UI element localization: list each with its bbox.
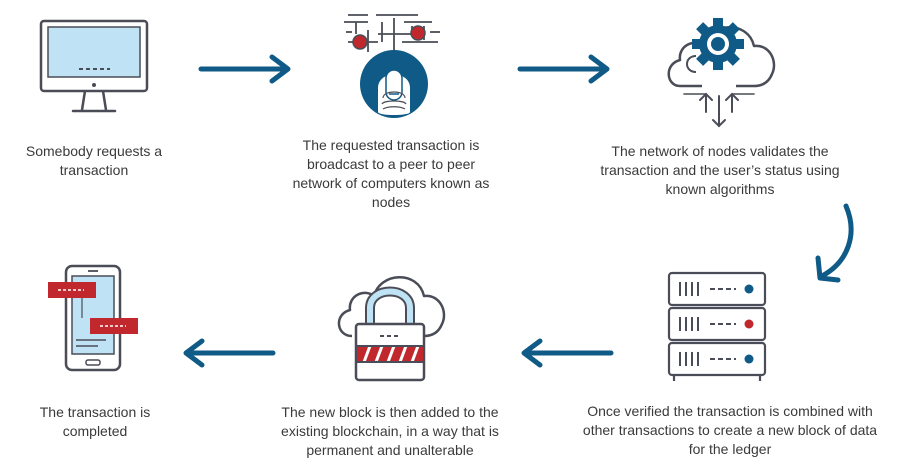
smartphone-icon: [48, 264, 138, 372]
arrow-right-icon: [517, 54, 610, 84]
fingerprint-network-icon: [344, 14, 440, 118]
step-6-caption: The transaction is completed: [39, 404, 151, 439]
step-3-caption: The network of nodes validates the trans…: [600, 143, 840, 197]
desktop-computer-icon: [39, 19, 149, 113]
arrow-left-icon: [183, 338, 276, 368]
cloud-gear-icon: [667, 18, 776, 128]
server-rack-icon: [667, 271, 767, 381]
step-2-caption: The requested transaction is broadcast t…: [292, 137, 490, 210]
step-5-caption: The new block is then added to the exist…: [281, 404, 499, 458]
curved-arrow-down-icon: [815, 203, 854, 283]
arrow-left-icon: [521, 338, 614, 368]
cloud-padlock-icon: [337, 276, 446, 382]
step-4-caption: Once verified the transaction is combine…: [582, 403, 878, 457]
step-1-caption: Somebody requests a transaction: [25, 143, 163, 178]
arrow-right-icon: [198, 54, 291, 84]
